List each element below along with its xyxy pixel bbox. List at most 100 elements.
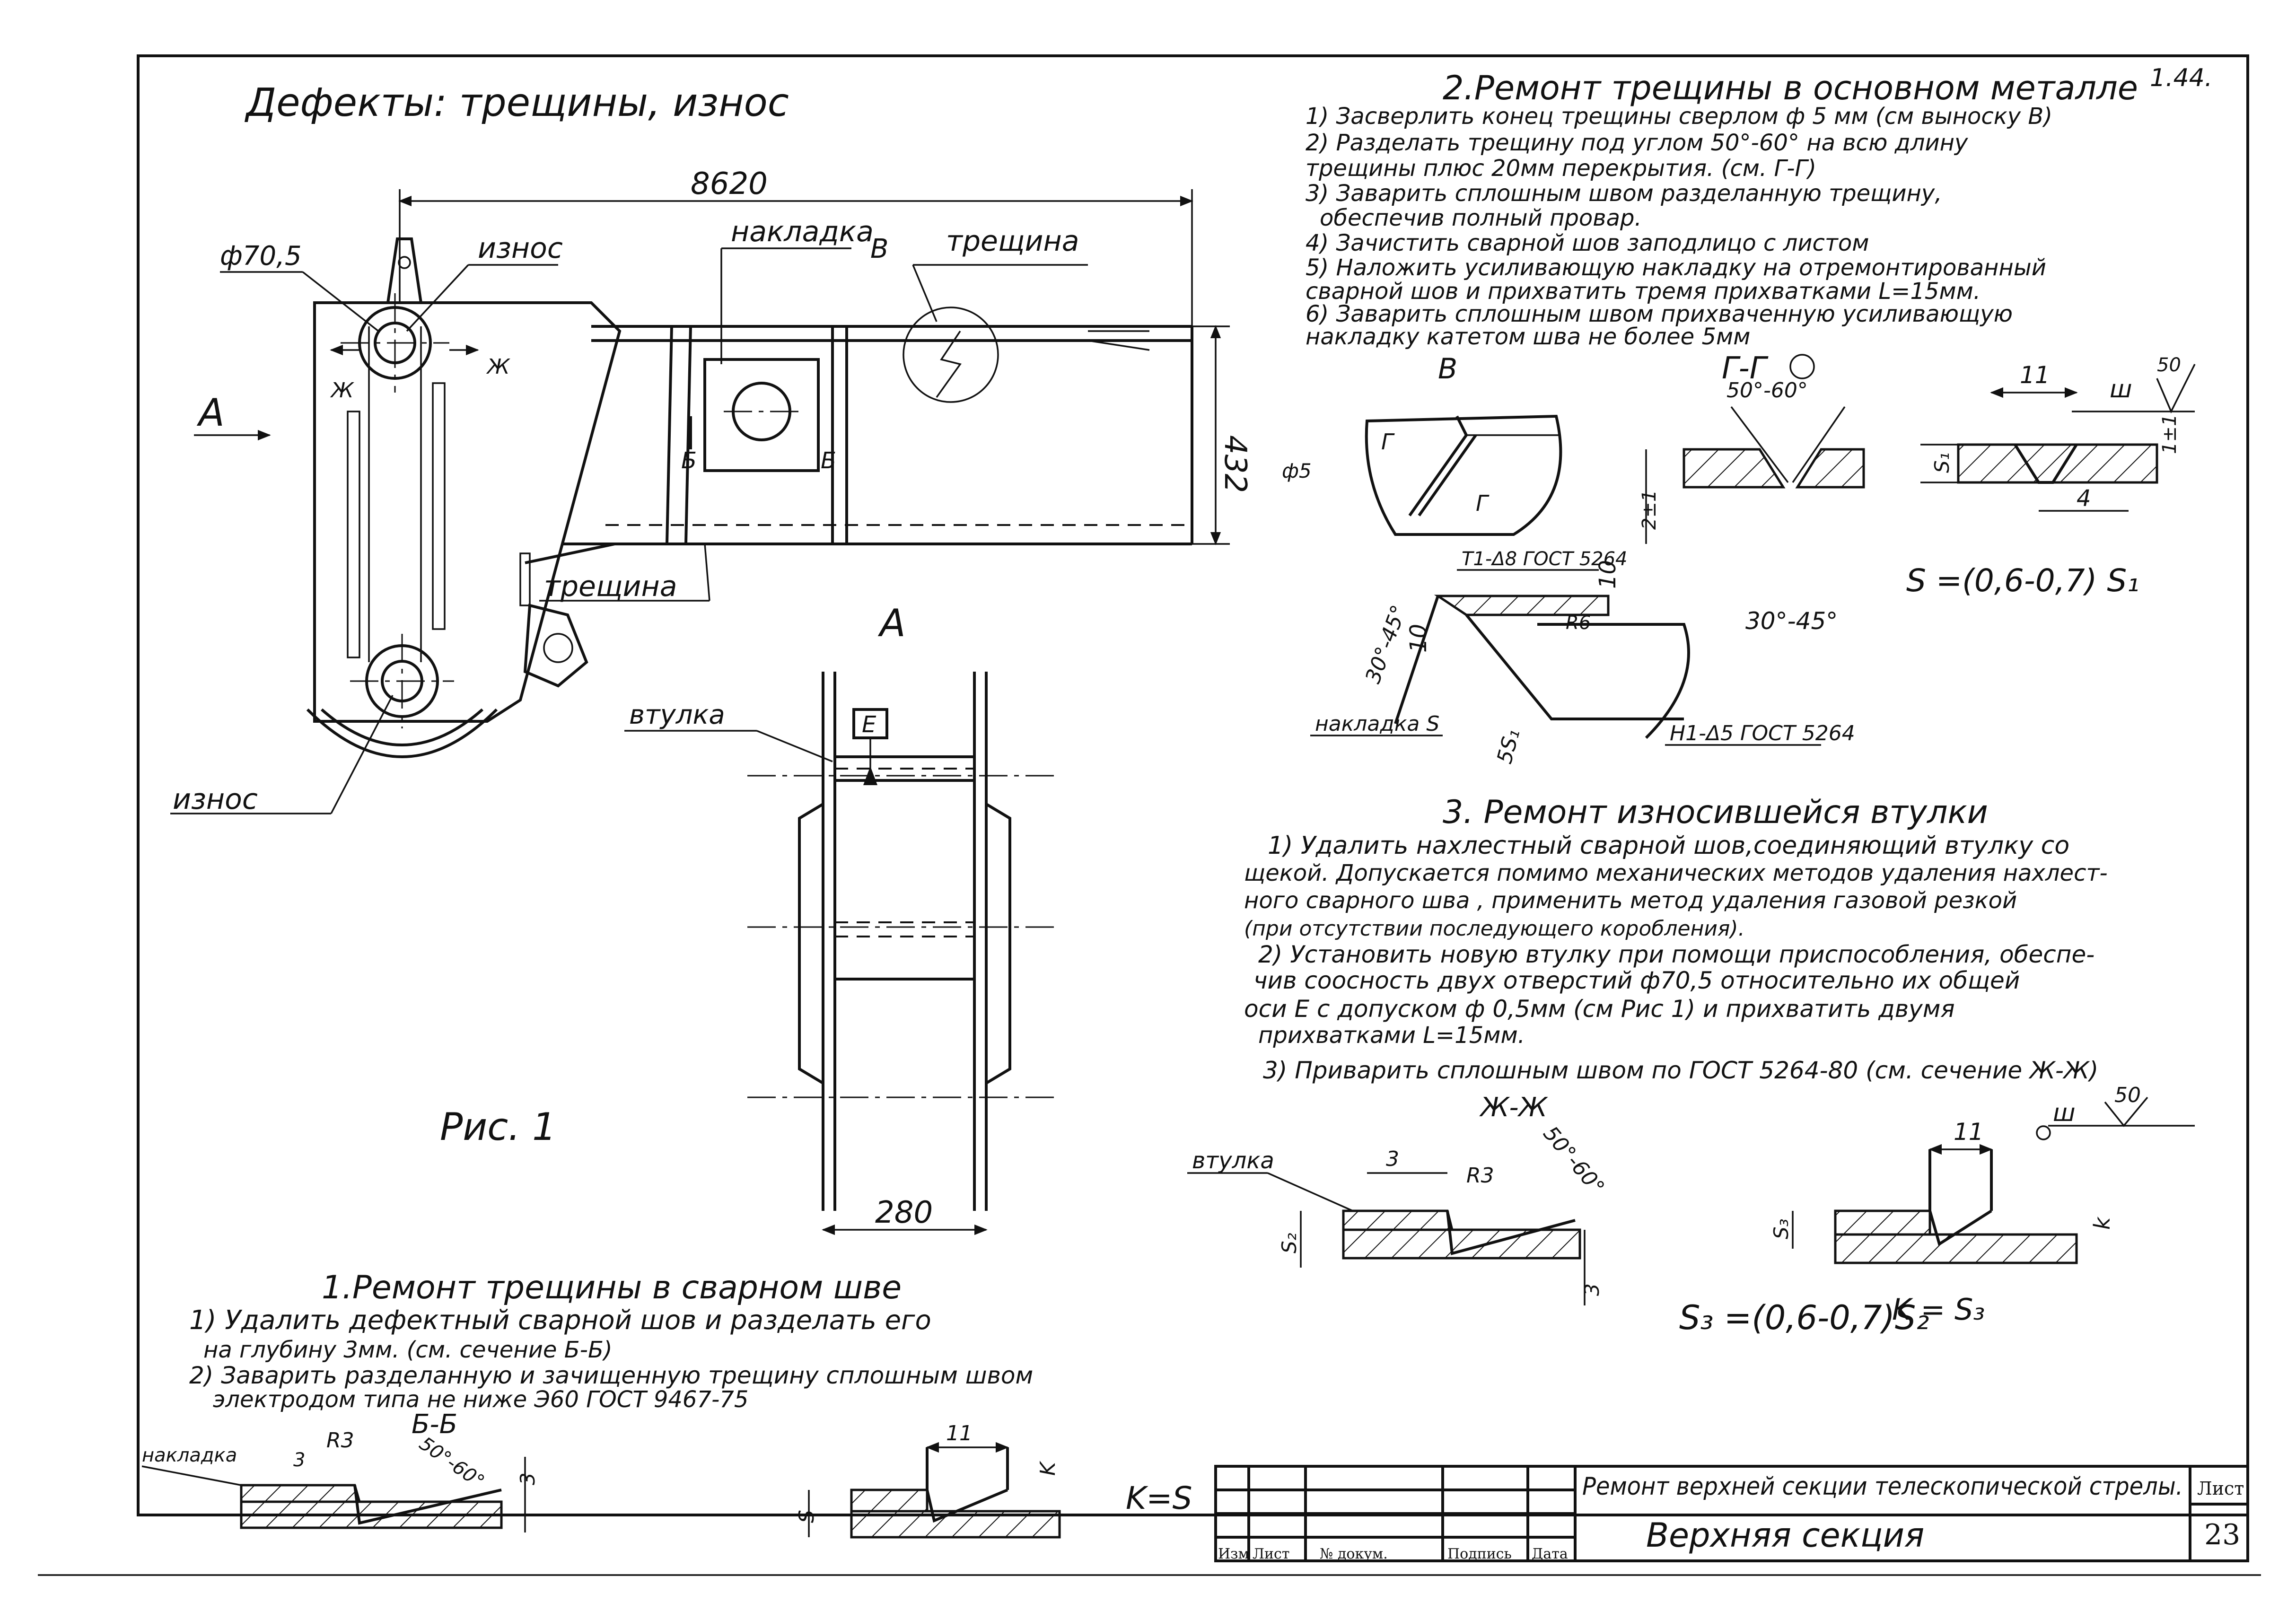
section1-title: 1.Ремонт трещины в сварном шве <box>322 1269 902 1306</box>
svg-text:2±1: 2±1 <box>1639 490 1660 530</box>
svg-text:5S₁: 5S₁ <box>1492 727 1525 766</box>
svg-text:2) Разделать трещину под углом: 2) Разделать трещину под углом 50°-60° н… <box>1306 130 1968 156</box>
sheet-border <box>137 54 2249 1516</box>
svg-text:1±1: 1±1 <box>2159 414 2181 454</box>
view-A-bushing: А Е втулка 280 <box>624 601 1060 1235</box>
svg-text:Б: Б <box>681 447 697 474</box>
svg-text:2) Заварить разделанную и зачи: 2) Заварить разделанную и зачищенную тре… <box>189 1362 1033 1389</box>
formula-S3: S₃ =(0,6-0,7)S₂ <box>1679 1298 1929 1337</box>
label-wear-top: износ <box>478 232 563 265</box>
svg-text:электродом типа не ниже Э60 ГО: электродом типа не ниже Э60 ГОСТ 9467-75 <box>213 1386 748 1413</box>
svg-text:Б-Б: Б-Б <box>412 1409 457 1440</box>
section-3-text: 3. Ремонт износившейся втулки 1) Удалить… <box>1244 794 2108 1084</box>
svg-text:втулка: втулка <box>1192 1147 1274 1174</box>
detail-B: В Г Г ф5 <box>1282 352 1562 536</box>
tb-sheet-number: 23 <box>2204 1518 2240 1551</box>
svg-text:10: 10 <box>1595 560 1621 589</box>
svg-text:30°-45°: 30°-45° <box>1361 602 1411 687</box>
weld-detail-S3: 11 ш 50 S₃ k S₃ =(0,6-0,7)S₂ K = S₃ <box>1679 1083 2195 1337</box>
svg-text:ф5: ф5 <box>1282 459 1312 482</box>
section2-title: 2.Ремонт трещины в основном металле <box>1443 69 2138 107</box>
label-crack-top: трещина <box>946 225 1079 258</box>
svg-text:оси Е с допуском ф 0,5мм (см Р: оси Е с допуском ф 0,5мм (см Рис 1) и пр… <box>1244 995 1955 1023</box>
tb-header-list: Лист <box>1253 1546 1289 1562</box>
formula-S1: S =(0,6-0,7) S₁ <box>1906 562 2139 599</box>
svg-text:3: 3 <box>1386 1147 1399 1171</box>
svg-text:11: 11 <box>1954 1118 1984 1146</box>
tb-section-name: Верхняя секция <box>1646 1516 1924 1555</box>
svg-text:Ж: Ж <box>486 355 510 379</box>
svg-text:сварной шов и прихватить тремя: сварной шов и прихватить тремя прихватка… <box>1306 278 1981 305</box>
svg-text:Н1-Δ5 ГОСТ 5264: Н1-Δ5 ГОСТ 5264 <box>1670 721 1855 745</box>
svg-text:11: 11 <box>2020 361 2050 389</box>
svg-text:S₂: S₂ <box>1278 1233 1301 1253</box>
dim-width: 280 <box>875 1195 933 1230</box>
svg-text:R6: R6 <box>1566 612 1591 634</box>
label-bushing-A: втулка <box>629 700 725 730</box>
svg-text:4: 4 <box>2077 485 2091 512</box>
svg-text:Г: Г <box>1476 490 1490 516</box>
svg-text:K: K <box>1036 1461 1060 1476</box>
tb-header-date: Дата <box>1532 1546 1568 1562</box>
svg-text:ного сварного шва , применить: ного сварного шва , применить метод удал… <box>1244 887 2017 914</box>
svg-text:1) Засверлить конец трещины св: 1) Засверлить конец трещины сверлом ф 5 … <box>1306 103 2052 130</box>
svg-text:5) Наложить усиливающую наклад: 5) Наложить усиливающую накладку на отре… <box>1306 254 2046 281</box>
svg-text:3: 3 <box>293 1449 305 1471</box>
svg-text:3: 3 <box>516 1472 539 1485</box>
weld-detail-KS: 11 S K K=S <box>795 1421 1192 1539</box>
svg-text:ш: ш <box>2053 1099 2076 1127</box>
label-plate: накладка <box>731 215 874 248</box>
svg-text:R3: R3 <box>1466 1164 1494 1188</box>
svg-text:щекой. Допускается помимо меха: щекой. Допускается помимо механических м… <box>1244 860 2108 886</box>
section-GG: Г-Г 50°-60° 2±1 <box>1639 351 1865 544</box>
section-1-text: 1.Ремонт трещины в сварном шве 1) Удалит… <box>189 1269 1033 1413</box>
view-A-label: А <box>877 601 906 645</box>
dim-height: 432 <box>1218 435 1253 493</box>
svg-text:на глубину 3мм. (см. сечение Б: на глубину 3мм. (см. сечение Б-Б) <box>203 1337 613 1363</box>
tb-header-izm: Изм <box>1218 1546 1249 1562</box>
formula-K-S3: K = S₃ <box>1892 1292 1985 1327</box>
svg-text:прихватками L=15мм.: прихватками L=15мм. <box>1258 1022 1525 1049</box>
svg-text:k: k <box>2089 1216 2115 1230</box>
section-ZhZh: Ж-Ж втулка 3 R3 50°-60° S₂ 3 <box>1187 1092 1609 1305</box>
tb-header-sign: Подпись <box>1447 1546 1512 1562</box>
label-wear-bottom: износ <box>173 783 258 816</box>
svg-text:Ж-Ж: Ж-Ж <box>1479 1092 1549 1123</box>
svg-text:50°-60°: 50°-60° <box>1726 378 1808 403</box>
svg-text:накладка S: накладка S <box>1315 712 1439 736</box>
defects-title: Дефекты: трещины, износ <box>245 80 789 125</box>
svg-text:1) Удалить дефектный сварной ш: 1) Удалить дефектный сварной шов и разде… <box>189 1305 931 1336</box>
svg-text:S₃: S₃ <box>1770 1219 1793 1240</box>
svg-text:R3: R3 <box>326 1428 354 1453</box>
svg-text:накладка: накладка <box>142 1445 237 1466</box>
svg-text:11: 11 <box>946 1421 973 1445</box>
svg-text:S₁: S₁ <box>1930 453 1954 473</box>
svg-text:50°-60°: 50°-60° <box>415 1433 488 1493</box>
label-detail-B: В <box>870 234 888 264</box>
section-2-text: 2.Ремонт трещины в основном металле 1) З… <box>1306 69 2138 350</box>
svg-text:(при отсутствии последующего к: (при отсутствии последующего коробления)… <box>1244 917 1745 941</box>
section3-title: 3. Ремонт износившейся втулки <box>1443 794 1988 831</box>
figure-1-boom: Дефекты: трещины, износ 8620 <box>170 80 1253 816</box>
tb-header-doc: № докум. <box>1320 1546 1388 1562</box>
svg-text:3) Приварить сплошным швом по: 3) Приварить сплошным швом по ГОСТ 5264-… <box>1263 1057 2098 1084</box>
svg-text:2) Установить новую втулку при: 2) Установить новую втулку при помощи пр… <box>1258 941 2094 968</box>
svg-text:накладку катетом шва не более: накладку катетом шва не более 5мм <box>1306 324 1750 350</box>
svg-text:Г: Г <box>1381 429 1395 455</box>
formula-K-S: K=S <box>1126 1480 1192 1516</box>
svg-text:10: 10 <box>1405 624 1432 653</box>
weld-detail-T1: Т1-Δ8 ГОСТ 5264 10 10 30°-45° 30°-45° R6… <box>1310 548 1855 766</box>
figure-caption: Рис. 1 <box>440 1105 556 1149</box>
label-hole-dia: ф70,5 <box>220 241 302 271</box>
svg-text:В: В <box>1438 352 1457 385</box>
dim-length: 8620 <box>691 166 768 201</box>
title-block: Изм Лист № докум. Подпись Дата Ремонт ве… <box>1214 1465 2249 1562</box>
svg-text:30°-45°: 30°-45° <box>1745 607 1838 635</box>
axis-E-label: Е <box>862 711 876 738</box>
svg-text:Г-Г: Г-Г <box>1722 351 1769 386</box>
svg-text:3: 3 <box>1580 1283 1604 1296</box>
svg-text:трещины плюс 20мм перекрытия.: трещины плюс 20мм перекрытия. (см. Г-Г) <box>1306 155 1816 182</box>
tb-sheet-label: Лист <box>2197 1478 2244 1499</box>
tb-description: Ремонт верхней секции телескопической ст… <box>1582 1472 2183 1501</box>
